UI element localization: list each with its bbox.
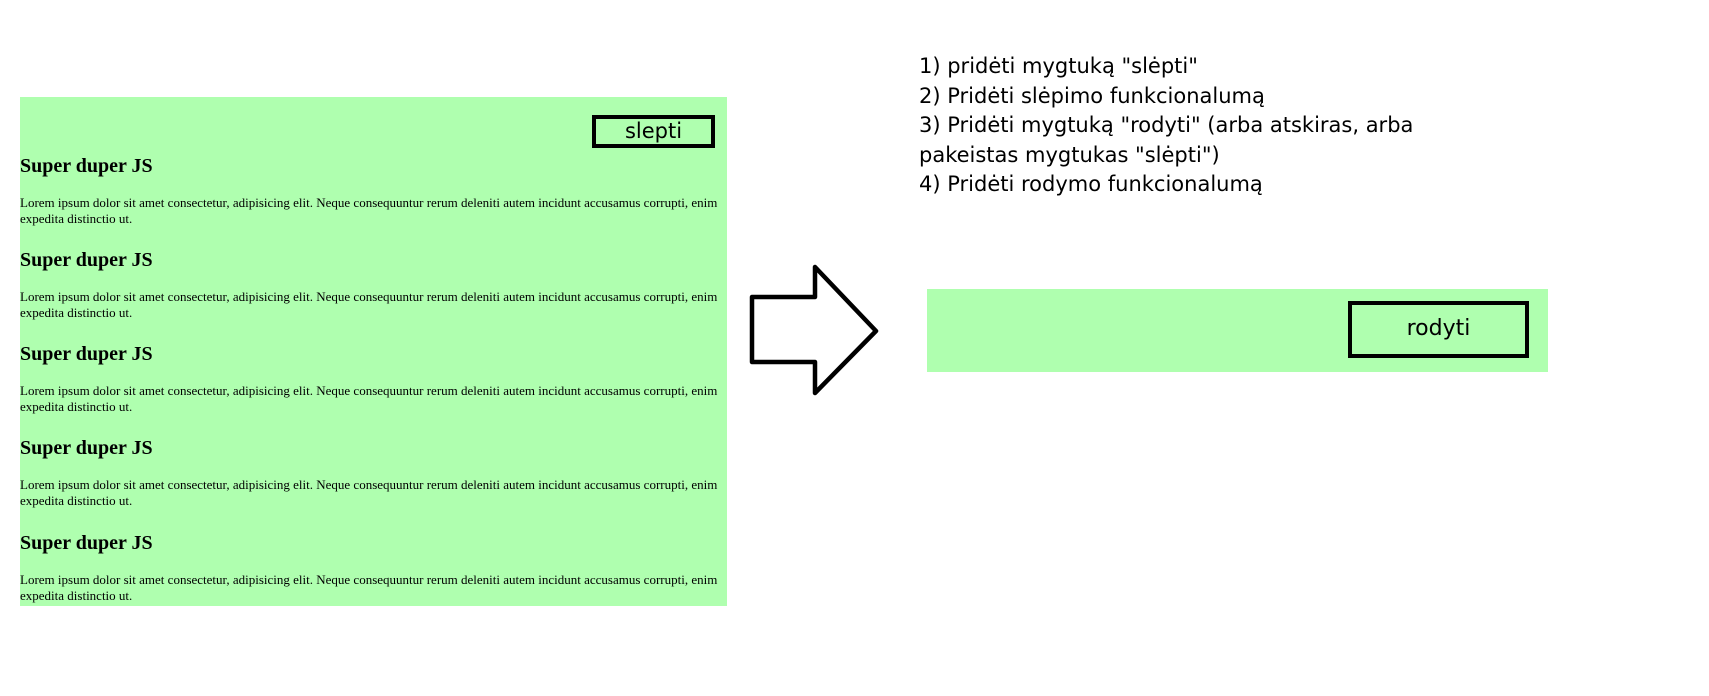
- content-panel: slepti Super duper JS Lorem ipsum dolor …: [20, 97, 727, 606]
- content-section: Super duper JS Lorem ipsum dolor sit ame…: [20, 342, 727, 414]
- section-heading: Super duper JS: [20, 532, 153, 554]
- section-text: Lorem ipsum dolor sit amet consectetur, …: [20, 289, 718, 320]
- instructions-list: 1) pridėti mygtuką "slėpti" 2) Pridėti s…: [919, 52, 1413, 200]
- right-arrow-icon: [749, 264, 879, 396]
- instruction-line: pakeistas mygtukas "slėpti"): [919, 142, 1220, 167]
- content-section: Super duper JS Lorem ipsum dolor sit ame…: [20, 436, 727, 508]
- content-section: Super duper JS Lorem ipsum dolor sit ame…: [20, 154, 727, 226]
- content-section: Super duper JS Lorem ipsum dolor sit ame…: [20, 248, 727, 320]
- content-section: Super duper JS Lorem ipsum dolor sit ame…: [20, 531, 727, 603]
- section-heading: Super duper JS: [20, 155, 153, 177]
- collapsed-panel: rodyti: [927, 289, 1548, 372]
- instruction-line: 1) pridėti mygtuką "slėpti": [919, 54, 1198, 78]
- section-heading: Super duper JS: [20, 343, 153, 365]
- section-heading: Super duper JS: [20, 437, 153, 459]
- instruction-line: 2) Pridėti slėpimo funkcionalumą: [919, 83, 1265, 108]
- instruction-line: 3) Pridėti mygtuką "rodyti" (arba atskir…: [919, 113, 1414, 137]
- section-text: Lorem ipsum dolor sit amet consectetur, …: [20, 195, 718, 226]
- section-text: Lorem ipsum dolor sit amet consectetur, …: [20, 477, 718, 508]
- section-heading: Super duper JS: [20, 249, 153, 271]
- instruction-line: 4) Pridėti rodymo funkcionalumą: [919, 172, 1263, 196]
- section-text: Lorem ipsum dolor sit amet consectetur, …: [20, 383, 718, 414]
- hide-button[interactable]: slepti: [592, 115, 715, 148]
- section-text: Lorem ipsum dolor sit amet consectetur, …: [20, 572, 718, 603]
- show-button[interactable]: rodyti: [1348, 301, 1529, 358]
